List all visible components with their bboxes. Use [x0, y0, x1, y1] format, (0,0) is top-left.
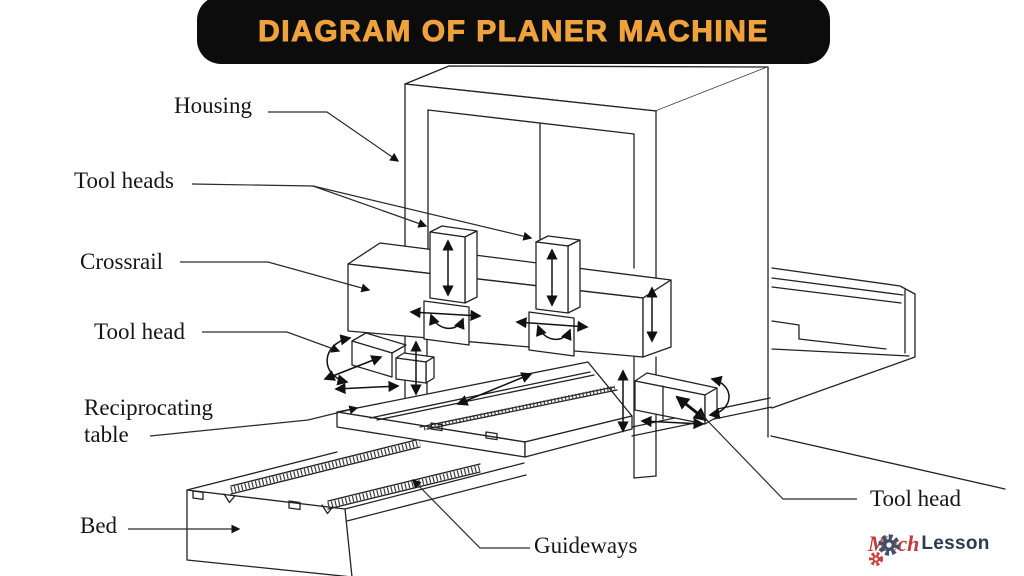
- label-crossrail: Crossrail: [80, 249, 164, 274]
- leader-tool-heads-2: [312, 185, 533, 241]
- arrow-right-head-horizontal: [640, 415, 705, 430]
- arrow-left-head-traverse: [334, 380, 400, 395]
- arrow-left-clapper-swivel: [429, 313, 465, 331]
- label-tool-head-right: Tool head: [870, 486, 962, 511]
- page-title: DIAGRAM OF PLANER MACHINE: [258, 15, 769, 49]
- arrow-left-head-swivel: [326, 334, 352, 386]
- arrow-left-head-diagonal: [323, 355, 383, 381]
- label-reciprocating-line1: Reciprocating: [84, 395, 214, 420]
- leader-reciprocating-table: [149, 405, 359, 437]
- leader-guideways: [412, 479, 530, 549]
- label-reciprocating-line2: table: [84, 422, 129, 447]
- side-tool-head-left: [351, 332, 435, 384]
- label-tool-heads: Tool heads: [74, 168, 174, 193]
- title-banner: DIAGRAM OF PLANER MACHINE: [197, 0, 830, 64]
- arrow-right-head-travel: [675, 395, 708, 422]
- leader-crossrail: [180, 261, 371, 293]
- arrow-right-head-swivel: [708, 375, 730, 419]
- label-tool-head-left: Tool head: [94, 319, 186, 344]
- arrow-table-reciprocation: [456, 372, 533, 406]
- motion-arrows: [323, 239, 730, 433]
- leader-housing: [268, 111, 400, 162]
- bed-right-rail: [771, 267, 916, 409]
- arrow-right-clapper-swivel: [536, 324, 572, 342]
- logo-word-lesson: Lesson: [921, 533, 990, 554]
- reciprocating-table: [336, 361, 633, 458]
- leader-lines: [128, 111, 857, 549]
- label-housing: Housing: [174, 93, 252, 118]
- logo: Mech Lesson: [868, 531, 990, 566]
- label-bed: Bed: [80, 513, 118, 538]
- leader-tool-head-right: [699, 412, 857, 500]
- leader-tool-head-left: [202, 331, 341, 353]
- label-guideways: Guideways: [534, 533, 638, 558]
- gears-icon: [869, 534, 900, 566]
